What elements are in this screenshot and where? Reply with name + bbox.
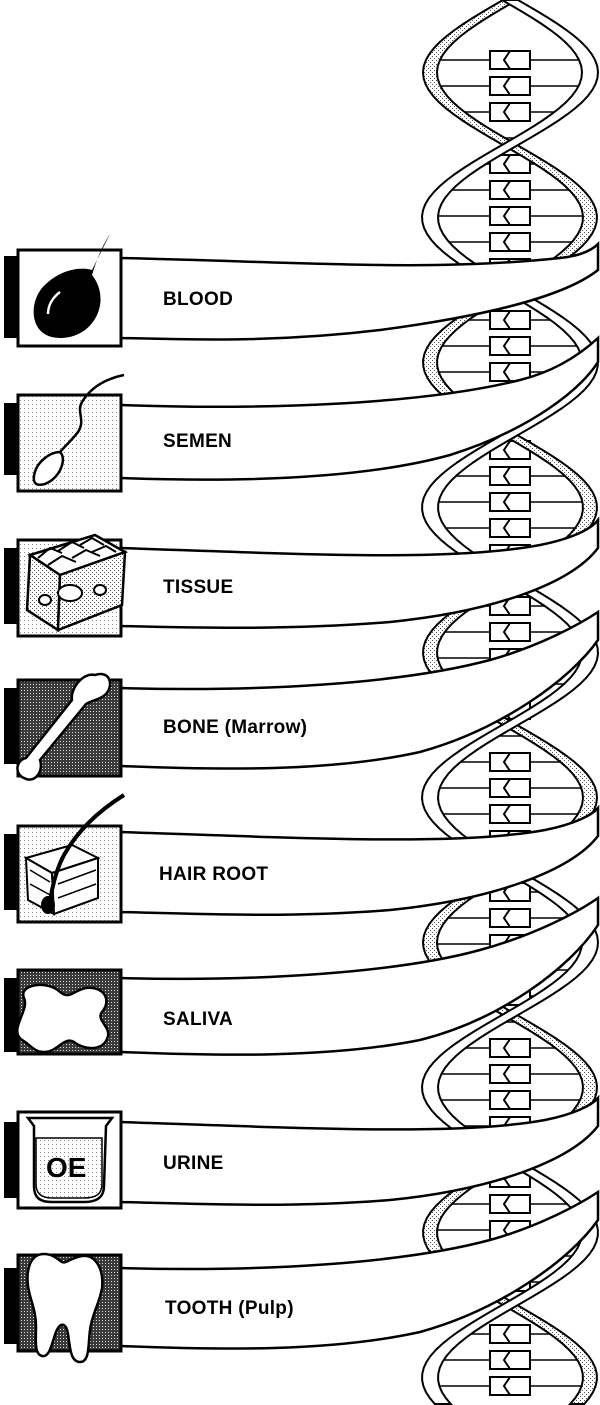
ribbon-clip xyxy=(4,256,18,338)
ribbon-urine: OE URINE xyxy=(4,1098,598,1208)
sample-label: BONE (Marrow) xyxy=(163,717,307,738)
base-pair-rung xyxy=(431,1377,588,1395)
sample-label: URINE xyxy=(163,1153,224,1174)
base-pair-rung xyxy=(445,1195,575,1213)
sample-label: TISSUE xyxy=(163,577,233,598)
saliva-splash-icon xyxy=(17,985,108,1052)
beaker-marking: OE xyxy=(46,1152,86,1183)
base-pair-rung xyxy=(433,1091,587,1109)
urine-beaker-icon: OE xyxy=(28,1118,112,1202)
sample-label: TOOTH (Pulp) xyxy=(165,1298,294,1319)
base-pair-rung xyxy=(441,233,579,251)
sample-label: HAIR ROOT xyxy=(159,864,268,885)
base-pair-rung xyxy=(433,77,586,95)
base-pair-rung xyxy=(436,1351,585,1369)
base-pair-rung xyxy=(444,181,576,199)
base-pair-rung xyxy=(433,51,587,69)
sample-label: BLOOD xyxy=(163,289,233,310)
base-pair-rung xyxy=(438,519,582,537)
base-pair-rung xyxy=(435,337,585,355)
base-pair-rung xyxy=(430,207,590,225)
sample-label: SEMEN xyxy=(163,431,232,452)
base-pair-rung xyxy=(435,805,585,823)
base-pair-rung xyxy=(448,467,572,485)
sample-label: SALIVA xyxy=(163,1009,233,1030)
base-pair-rung xyxy=(433,1065,586,1083)
base-pair-rung xyxy=(431,493,590,511)
base-pair-rung xyxy=(432,779,589,797)
